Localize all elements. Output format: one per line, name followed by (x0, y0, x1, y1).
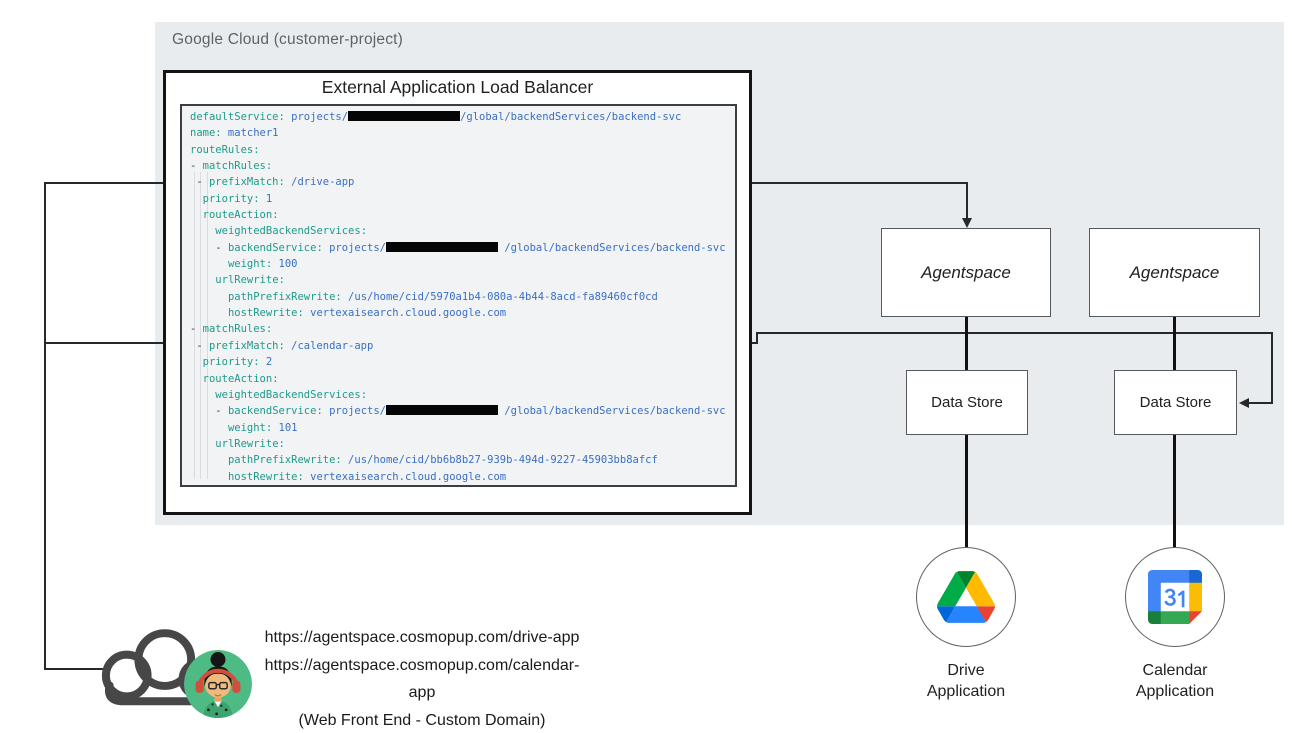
agentspace-1-label: Agentspace (921, 262, 1011, 282)
edge-agentspace2-datastore2 (1173, 317, 1176, 370)
google-calendar-icon (1148, 570, 1202, 624)
edge-agentspace1-datastore1 (965, 317, 968, 370)
edge-calendar-into-datastore2 (1248, 402, 1273, 404)
edge-user-to-calendar-rule (44, 342, 196, 344)
edge-drive-rule-to-agentspace1-v (966, 182, 968, 219)
edge-calendar-down (1271, 332, 1273, 403)
agentspace-2-label: Agentspace (1129, 262, 1220, 282)
indent-guide (200, 172, 201, 479)
front-end-url-drive: https://agentspace.cosmopup.com/drive-ap… (264, 629, 580, 646)
lb-code: defaultService: projects//global/backend… (190, 111, 726, 483)
url-map-code-box: defaultService: projects//global/backend… (180, 104, 737, 487)
edge-datastore1-driveapp (965, 435, 968, 548)
front-end-caption: (Web Front End - Custom Domain) (298, 711, 546, 729)
edge-datastore2-calendarapp (1173, 435, 1176, 548)
user-avatar (184, 650, 252, 718)
load-balancer-title: External Application Load Balancer (321, 77, 594, 97)
node-agentspace-1: Agentspace (881, 228, 1051, 317)
datastore-1-label: Data Store (931, 394, 1003, 411)
node-agentspace-2: Agentspace (1089, 228, 1260, 317)
calendar-app-label: Calendar Application (1135, 662, 1215, 700)
datastore-2-label: Data Store (1139, 394, 1212, 411)
edge-user-to-drive-rule (44, 182, 196, 184)
arrowhead-datastore2 (1239, 397, 1249, 408)
node-datastore-2: Data Store (1114, 370, 1237, 435)
google-cloud-panel-label: Google Cloud (customer-project) (172, 31, 404, 48)
front-end-url-calendar: https://agentspace.cosmopup.com/calendar… (264, 656, 580, 702)
node-datastore-1: Data Store (906, 370, 1028, 435)
edge-trunk-to-cloud (44, 668, 104, 670)
front-end-text: https://agentspace.cosmopup.com/drive-ap… (252, 624, 592, 733)
indent-guide (207, 172, 208, 479)
calendar-app-circle (1125, 547, 1225, 647)
indent-guide (194, 172, 195, 479)
edge-user-trunk-vertical (44, 183, 46, 669)
arrowhead-agentspace1 (961, 218, 972, 228)
drive-app-circle (916, 547, 1016, 647)
edge-calendar-jog (756, 332, 758, 344)
google-drive-icon (937, 571, 995, 623)
drive-app-label: Drive Application (926, 662, 1006, 700)
edge-calendar-rule-right-2 (756, 332, 1273, 334)
